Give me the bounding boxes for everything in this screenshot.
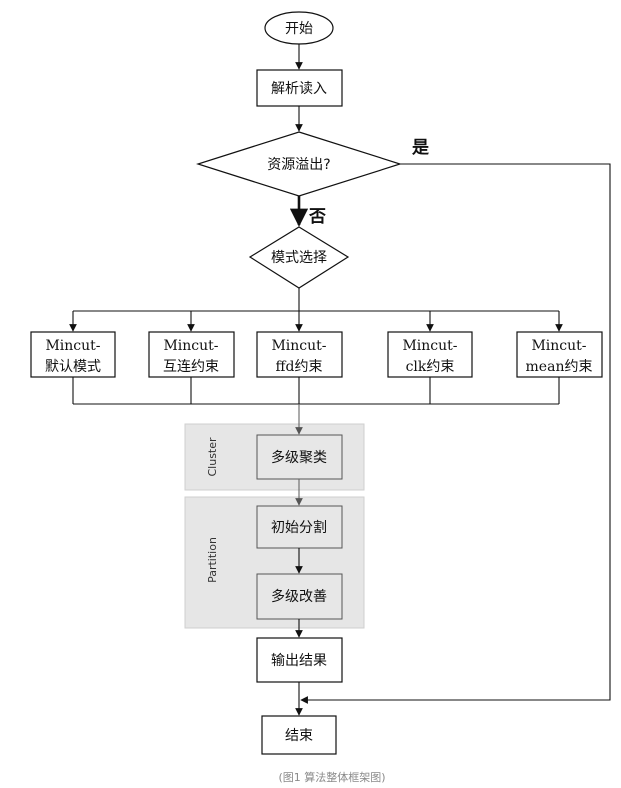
partition-group-label: Partition xyxy=(206,537,219,583)
cluster-group-label: Cluster xyxy=(206,437,219,477)
mode-box-1: Mincut- 默认模式 xyxy=(30,331,116,378)
start-label: 开始 xyxy=(285,21,313,37)
overflow-label: 资源溢出? xyxy=(267,157,330,173)
mode-3-line1: Mincut- xyxy=(271,338,326,354)
no-label: 否 xyxy=(308,207,326,227)
parse-label: 解析读入 xyxy=(271,80,327,97)
multi-cluster-label: 多级聚类 xyxy=(271,449,327,466)
mode-box-4: Mincut- clk约束 xyxy=(387,331,473,378)
mode-box-3: Mincut- ffd约束 xyxy=(256,331,343,378)
mode-5-line1: Mincut- xyxy=(531,338,586,354)
output-box xyxy=(256,637,343,683)
mode-box-2: Mincut- 互连约束 xyxy=(148,331,235,378)
mode-box-5: Mincut- mean约束 xyxy=(516,331,603,378)
mode-4-line1: Mincut- xyxy=(402,338,457,354)
mode-3-line2: ffd约束 xyxy=(276,359,323,375)
mode-label: 模式选择 xyxy=(271,250,327,266)
mode-2-line1: Mincut- xyxy=(163,338,218,354)
mode-5-line2: mean约束 xyxy=(526,359,593,375)
init-partition-label: 初始分割 xyxy=(271,519,327,536)
parse-box xyxy=(256,69,343,107)
end-label: 结束 xyxy=(285,728,313,744)
figure-caption: (图1 算法整体框架图) xyxy=(278,770,385,784)
arrow-yes-branch xyxy=(300,163,611,704)
multi-improve-box xyxy=(256,573,343,620)
mode-4-line2: clk约束 xyxy=(406,359,455,375)
mode-1-line2: 默认模式 xyxy=(45,359,101,375)
yes-label: 是 xyxy=(412,138,429,158)
multi-improve-label: 多级改善 xyxy=(271,588,327,605)
init-partition-box xyxy=(256,505,343,549)
end-box xyxy=(261,715,337,755)
mode-2-line2: 互连约束 xyxy=(163,359,219,375)
output-label: 输出结果 xyxy=(271,653,327,669)
mode-1-line1: Mincut- xyxy=(45,338,100,354)
multi-cluster-box xyxy=(256,434,343,480)
